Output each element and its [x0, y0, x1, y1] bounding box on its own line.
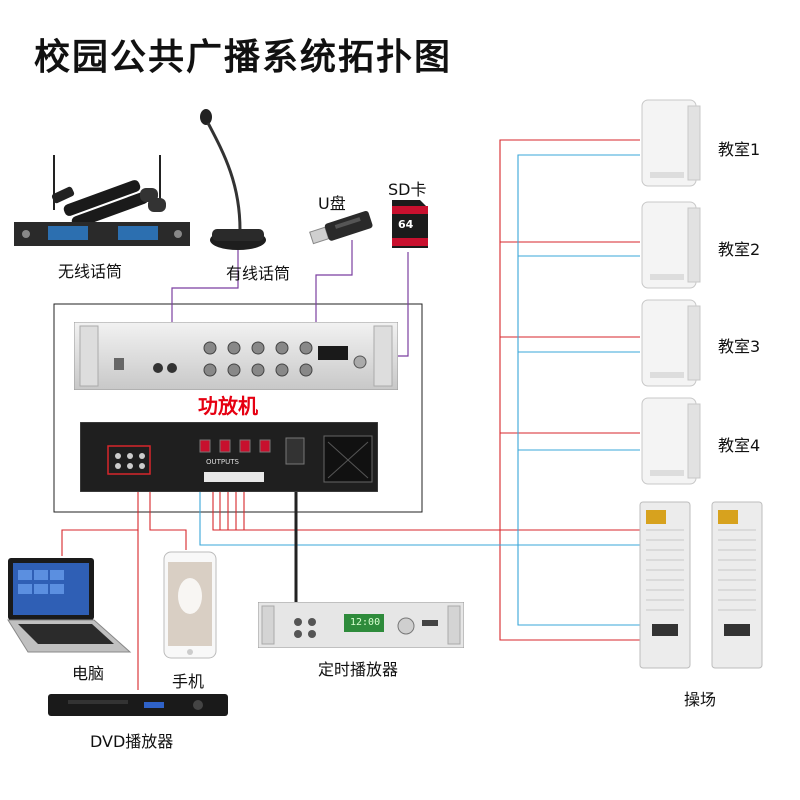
wire-red-playground-b — [499, 530, 640, 641]
phone-icon — [163, 551, 217, 659]
dvd-player-device — [48, 690, 228, 720]
timer-label: 定时播放器 — [318, 660, 399, 679]
classroom-speaker-1 — [640, 98, 704, 188]
column-speaker-icon — [711, 501, 763, 669]
classroom-speaker-4 — [640, 396, 704, 486]
usb-drive-device — [306, 210, 378, 246]
usb-label: U盘 — [318, 194, 346, 213]
wireless-mic-icon — [14, 155, 190, 246]
wire-laptop — [61, 478, 139, 556]
classroom-2-label: 教室2 — [718, 240, 761, 259]
speaker-icon — [641, 201, 701, 289]
dvd-player-icon — [48, 694, 228, 716]
gooseneck-mic-icon — [200, 109, 266, 250]
wire-usb — [315, 240, 353, 358]
amplifier-frame — [53, 303, 423, 513]
playground-speaker-1 — [638, 500, 694, 670]
wireless-mic-label: 无线话筒 — [58, 262, 123, 281]
timer-player-device: 12:00 — [257, 601, 465, 649]
sd-label: SD卡 — [388, 180, 427, 199]
wireless-mic-device — [12, 150, 190, 250]
classroom-speaker-3 — [640, 298, 704, 388]
dvd-label: DVD播放器 — [90, 732, 174, 751]
sd-card-device: 64 — [390, 198, 430, 250]
usb-drive-icon — [309, 210, 373, 245]
amplifier-front-graphic — [73, 321, 399, 391]
classroom-3-label: 教室3 — [718, 337, 761, 356]
sd-capacity-text: 64 — [398, 218, 414, 231]
phone-device — [162, 550, 218, 660]
page-title: 校园公共广播系统拓扑图 — [34, 37, 453, 78]
playground-speaker-2 — [710, 500, 766, 670]
classroom-4-label: 教室4 — [718, 436, 761, 455]
amplifier-rear-panel: OUTPUTS — [79, 421, 379, 493]
wired-mic-device — [200, 105, 270, 255]
amplifier-label: 功放机 — [198, 394, 258, 418]
timer-player-icon — [257, 601, 465, 649]
speaker-icon — [641, 99, 701, 187]
playground-label: 操场 — [684, 690, 717, 709]
wired-mic-label: 有线话筒 — [226, 264, 291, 283]
speaker-icon — [641, 299, 701, 387]
sd-card-icon — [392, 200, 428, 248]
timer-display-text: 12:00 — [350, 617, 381, 628]
speaker-icon — [641, 397, 701, 485]
wire-phone — [149, 478, 187, 550]
laptop-icon — [7, 558, 132, 653]
classroom-speaker-2 — [640, 200, 704, 290]
phone-label: 手机 — [172, 672, 205, 691]
amplifier-rear-graphic — [79, 421, 379, 493]
laptop-label: 电脑 — [72, 664, 105, 683]
laptop-device — [4, 556, 132, 656]
classroom-1-label: 教室1 — [718, 140, 761, 159]
amp-output-label: OUTPUTS — [206, 458, 239, 466]
column-speaker-icon — [639, 501, 691, 669]
wire-blue-playground-b — [517, 545, 640, 626]
amplifier-front-panel — [73, 321, 399, 391]
